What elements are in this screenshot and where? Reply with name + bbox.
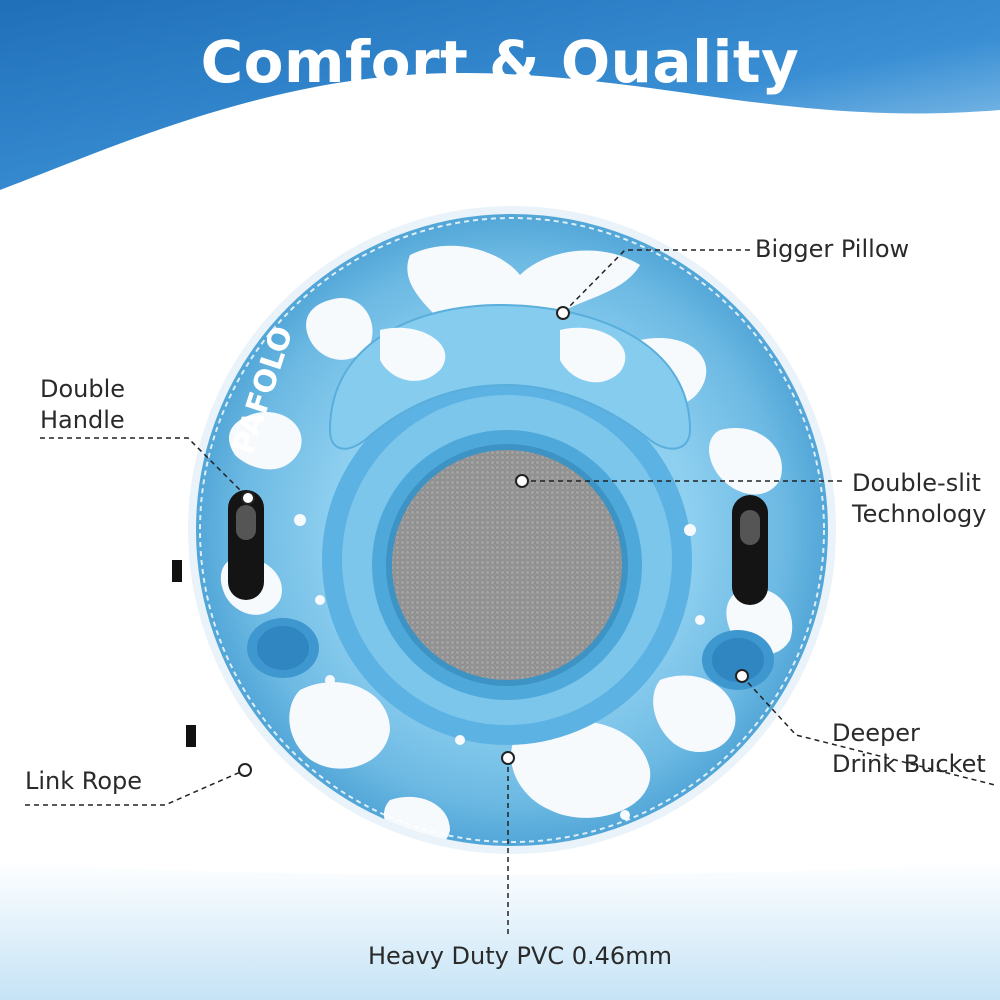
callout-drink-bucket-line2: Drink Bucket (832, 750, 986, 778)
callout-double-handle: Double Handle (40, 374, 125, 436)
float-tube (192, 210, 832, 850)
callout-double-slit-line1: Double-slit (852, 469, 981, 497)
link-rope (168, 574, 192, 721)
callout-double-handle-line2: Handle (40, 406, 125, 434)
callout-double-slit: Double-slit Technology (852, 468, 986, 530)
callout-heavy-duty-pvc: Heavy Duty PVC 0.46mm (368, 942, 672, 970)
callout-bigger-pillow: Bigger Pillow (755, 235, 910, 263)
page-title: Comfort & Quality Construction (200, 28, 800, 164)
callout-double-slit-line2: Technology (852, 500, 987, 528)
callout-link-rope: Link Rope (25, 767, 143, 795)
callout-drink-bucket-line1: Deeper (832, 719, 920, 747)
water-background (0, 860, 1000, 1000)
callout-drink-bucket: Deeper Drink Bucket (832, 718, 986, 780)
header-wave (0, 0, 1000, 190)
callout-double-handle-line1: Double (40, 375, 126, 403)
